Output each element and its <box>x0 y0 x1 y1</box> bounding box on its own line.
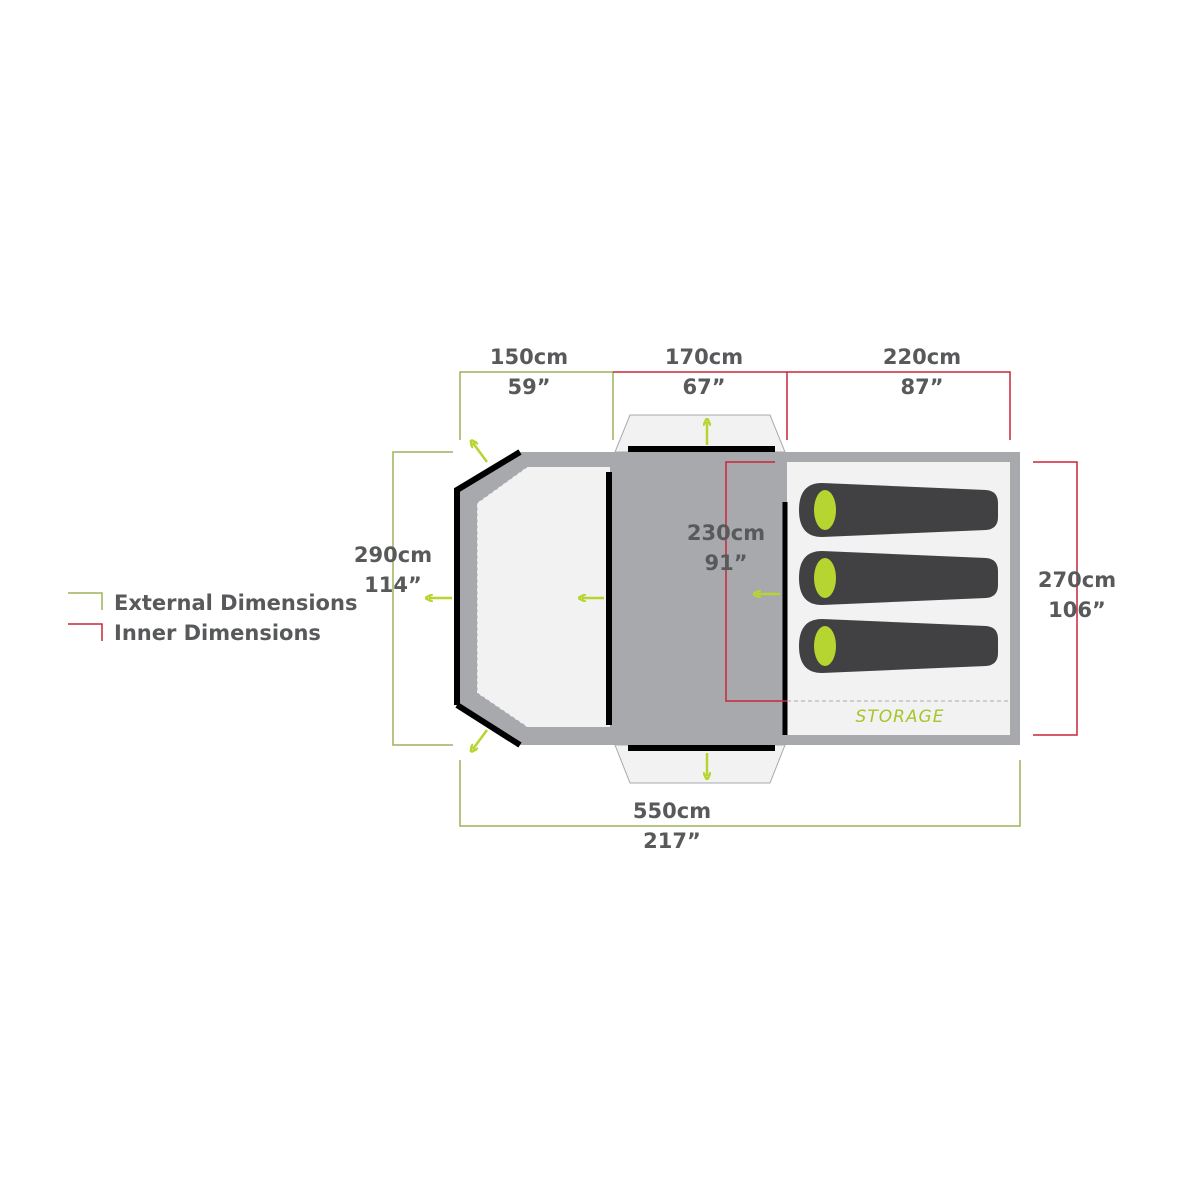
total-width-dim-cm: 290cm <box>354 543 432 567</box>
sleeping-bag-head <box>814 558 836 598</box>
total-width-dim-line <box>392 451 453 746</box>
legend-external-label: External Dimensions <box>114 591 357 615</box>
porch-lower-door <box>455 702 522 748</box>
bedroom-width-dim-line <box>1033 461 1078 736</box>
bedroom-width-dim-in: 106” <box>1048 598 1106 622</box>
entrance-arrows <box>429 422 780 776</box>
external-dimension-lines <box>392 371 1021 827</box>
sleeping-bag <box>799 619 998 673</box>
legend-inner-swatch <box>68 623 103 641</box>
arrow-icon <box>473 443 489 463</box>
porch-dim-line <box>459 371 614 440</box>
inner-width-dim-in: 91” <box>704 551 747 575</box>
sleeping-bag <box>799 483 998 537</box>
storage-label: STORAGE <box>856 707 945 727</box>
inner-dimension-lines <box>613 371 1078 736</box>
porch-inner-dashed <box>476 466 528 728</box>
living-area <box>615 452 787 745</box>
porch-front-door <box>454 449 522 705</box>
living-dim-cm: 170cm <box>665 345 743 369</box>
bedroom-length-dim-in: 87” <box>900 375 943 399</box>
sleeping-bag-head <box>814 626 836 666</box>
total-length-dim-line <box>459 760 1021 827</box>
sleeping-bag <box>799 551 998 605</box>
total-width-dim-in: 114” <box>364 573 422 597</box>
legend: External Dimensions Inner Dimensions <box>68 591 357 645</box>
porch-dim-cm: 150cm <box>490 345 568 369</box>
inner-width-dim-cm: 230cm <box>687 521 765 545</box>
inner-width-dim-line <box>725 461 787 702</box>
total-length-dim-in: 217” <box>643 829 701 853</box>
living-dim-in: 67” <box>682 375 725 399</box>
arrow-icon <box>473 729 489 749</box>
legend-external-swatch <box>68 592 103 610</box>
legend-inner-label: Inner Dimensions <box>114 621 321 645</box>
porch-dim-in: 59” <box>507 375 550 399</box>
bedroom-length-dim-line <box>787 371 1011 440</box>
bedroom-length-dim-cm: 220cm <box>883 345 961 369</box>
bedroom-width-dim-cm: 270cm <box>1038 568 1116 592</box>
sleeping-bag-head <box>814 490 836 530</box>
porch-floor <box>477 467 610 727</box>
total-length-dim-cm: 550cm <box>633 799 711 823</box>
